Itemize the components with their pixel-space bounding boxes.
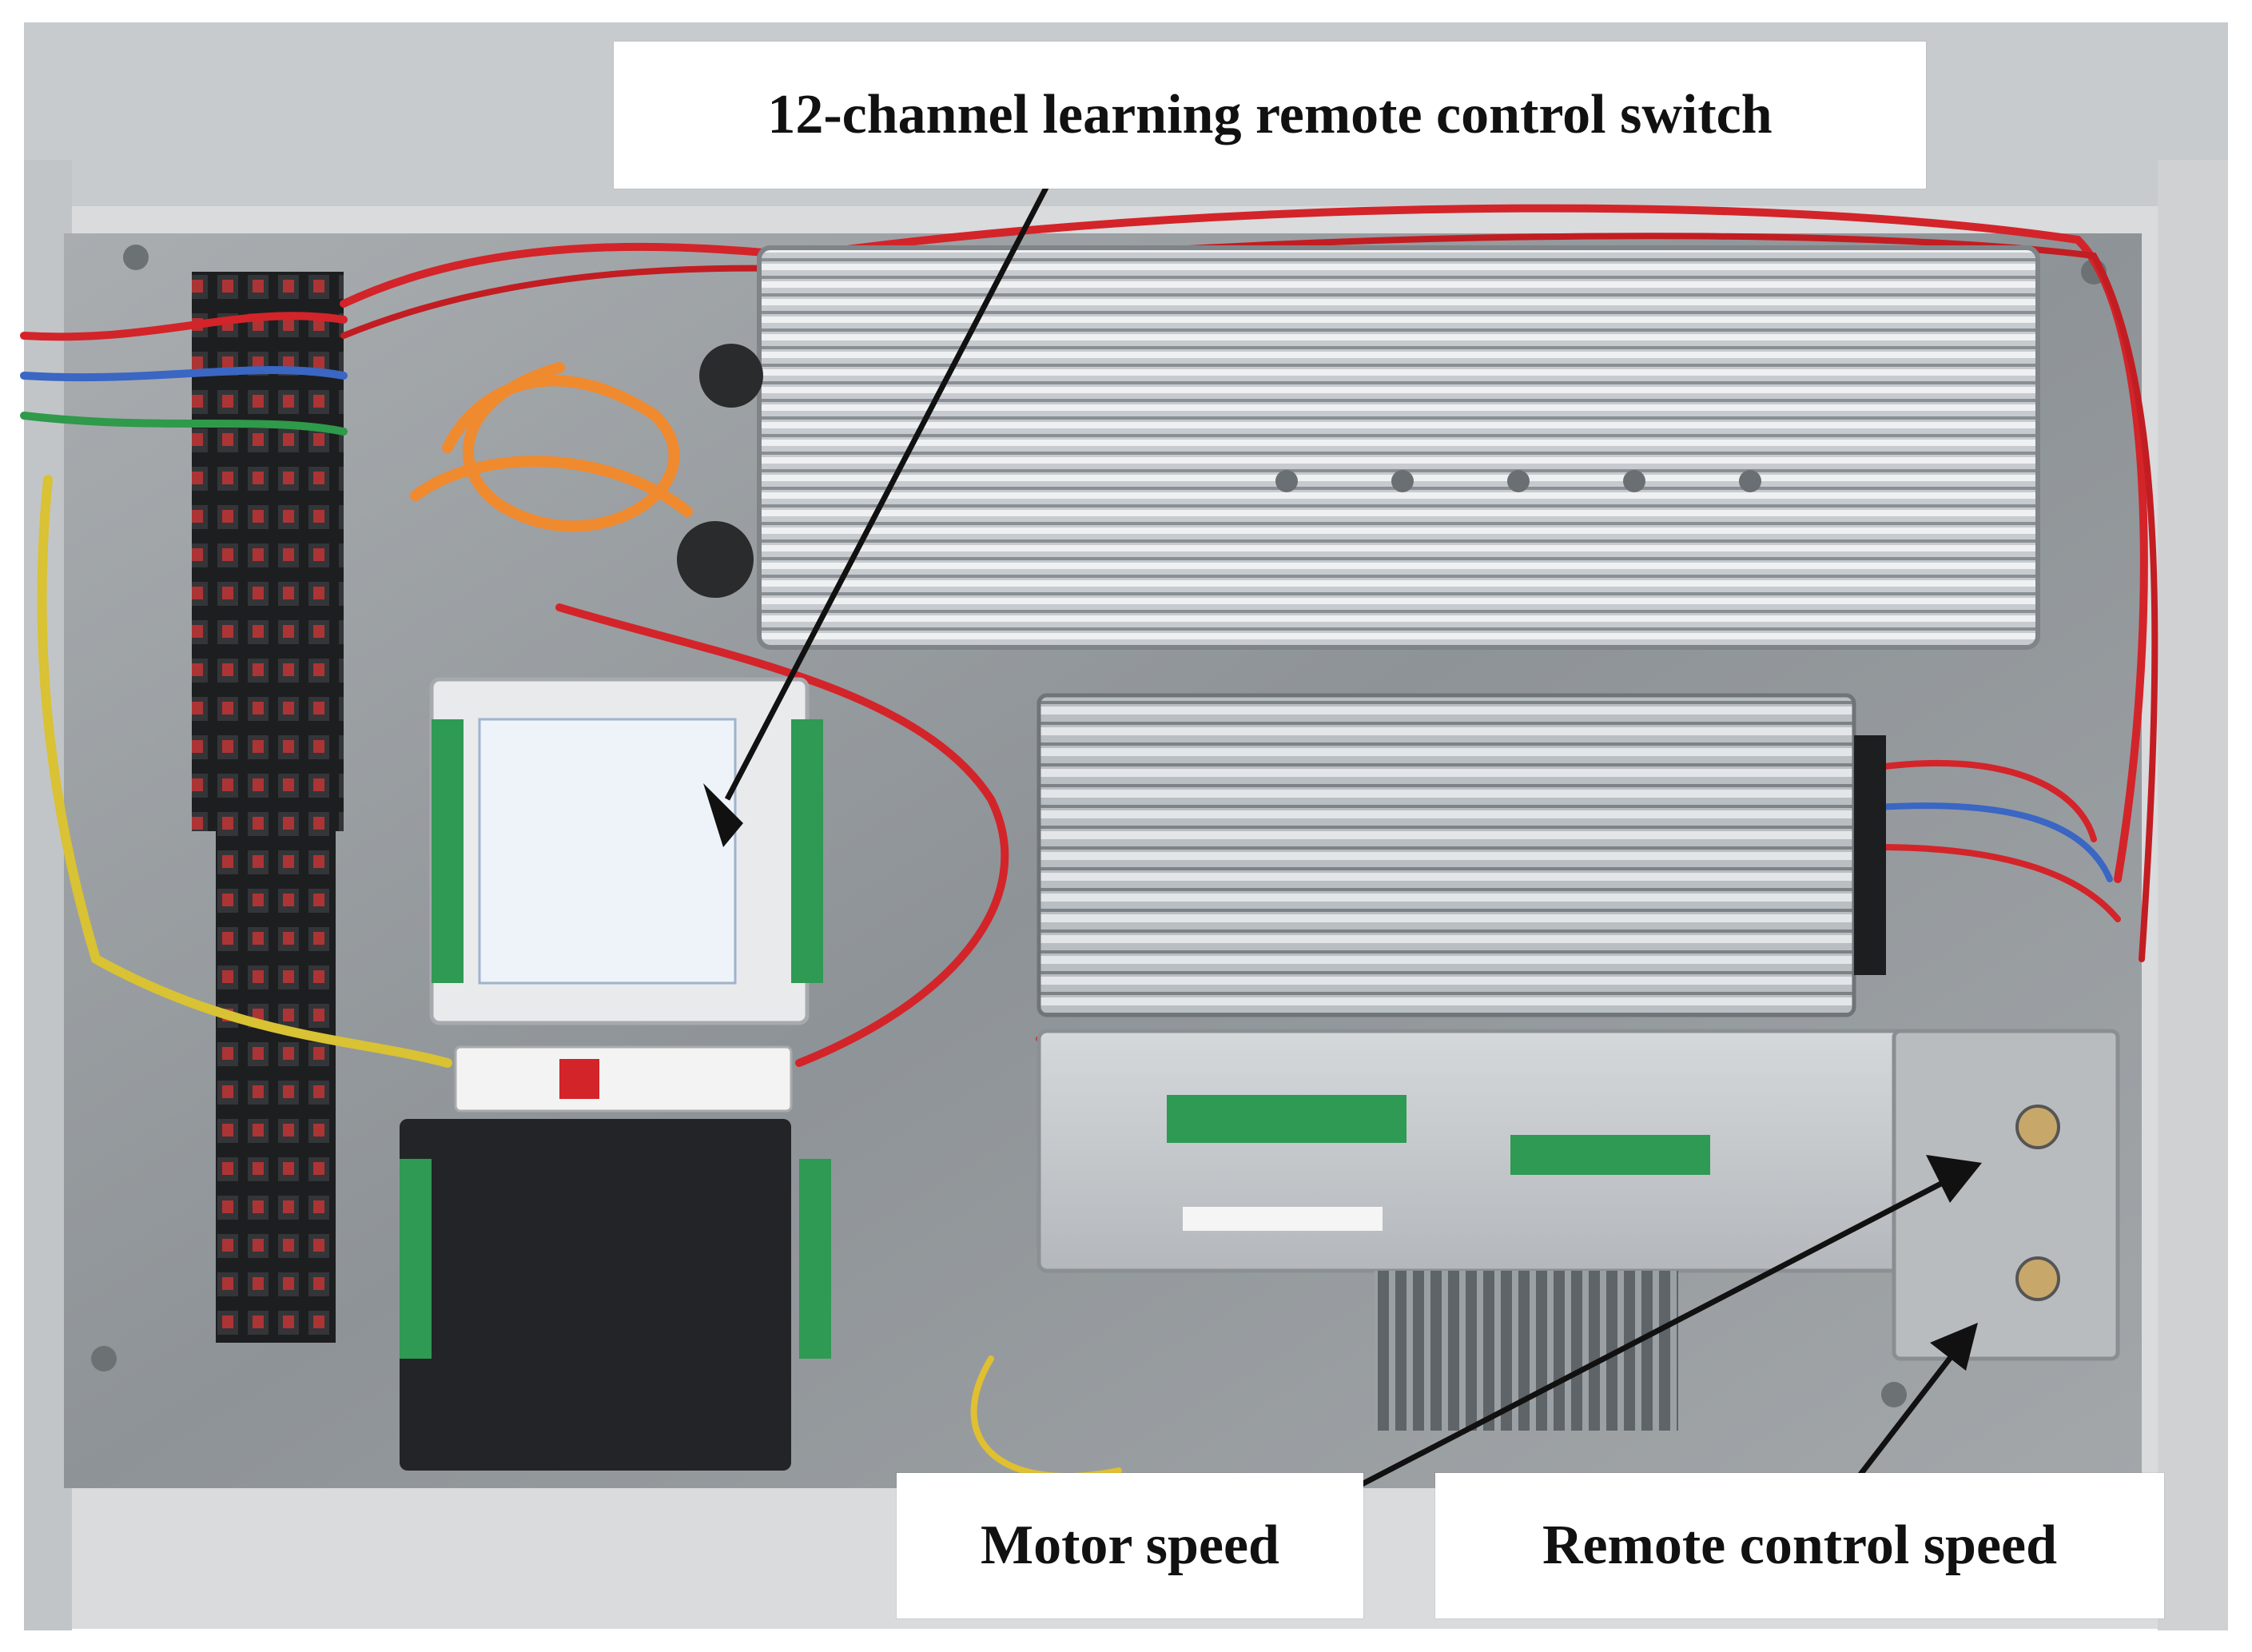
potentiometer-panel (1892, 1029, 2120, 1361)
speed-controller-terminals (1167, 1095, 1407, 1143)
terminal-strip-lower (216, 831, 336, 1343)
remote-switch-terminals-right (791, 719, 823, 983)
terminal-strip-upper (192, 272, 344, 831)
switch-callout: 12-channel learning remote control switc… (614, 42, 1926, 189)
plc-unit (400, 1119, 791, 1471)
heatsink-screws (1275, 470, 1761, 492)
breaker-toggle (559, 1059, 599, 1099)
enclosure-right-side (2158, 160, 2228, 1630)
speed-controller-sticker (1183, 1207, 1383, 1231)
main-controller-heatsink (757, 245, 2040, 650)
lower-heatsink (1375, 1271, 1678, 1431)
plc-terminals-right (799, 1159, 831, 1359)
backplate-screw (91, 1346, 117, 1371)
cable-gland (677, 521, 754, 598)
arrow-icon (703, 146, 1982, 1537)
remote-speed-knob (2015, 1256, 2060, 1301)
remote-switch-terminals-left (432, 719, 464, 983)
circuit-breaker (454, 1045, 793, 1113)
speed-controller (1036, 1029, 1904, 1273)
remote-switch-label (478, 718, 737, 985)
motor-speed-knob (2015, 1105, 2060, 1149)
motor-speed-callout: Motor speed (897, 1473, 1363, 1618)
backplate-screw (123, 245, 149, 270)
motor-driver-heatsink (1036, 693, 1856, 1017)
remote-speed-callout: Remote control speed (1435, 1473, 2164, 1618)
speed-controller-terminals (1510, 1135, 1710, 1175)
motor-driver-terminals (1854, 735, 1886, 975)
cable-gland (699, 344, 763, 408)
plc-terminals-left (400, 1159, 432, 1359)
backplate-screw (1881, 1382, 1907, 1407)
